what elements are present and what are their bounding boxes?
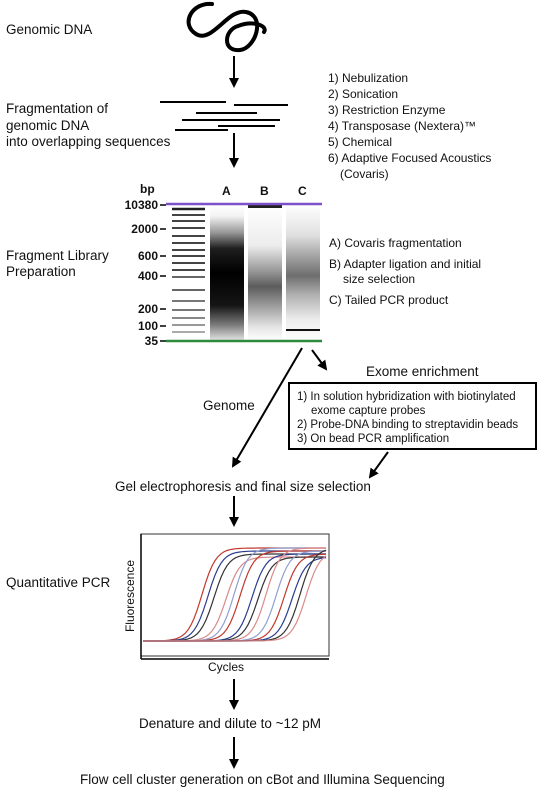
lane-descriptions: A) Covaris fragmentation B) Adapter liga… <box>329 236 481 308</box>
arrow-exome-to-gel <box>368 451 389 479</box>
fragmentation-label-line-2: genomic DNA <box>6 118 90 133</box>
lane-description-a: A) Covaris fragmentation <box>329 236 462 250</box>
library-prep-label-line-1: Fragment Library <box>6 248 109 263</box>
library-prep-label-line-2: Preparation <box>6 264 76 279</box>
ladder-tick-marks <box>160 204 166 342</box>
fragmentation-label-line-3: into overlapping sequences <box>6 134 171 149</box>
genomic-dna-label: Genomic DNA <box>6 22 93 37</box>
ladder-tick-label: 100 <box>137 319 158 333</box>
qpcr-plot <box>140 533 330 660</box>
gel-image <box>160 201 322 343</box>
gel-lane-b-top-band <box>248 203 282 208</box>
method-item: (Covaris) <box>340 167 389 181</box>
dna-strand-icon <box>186 1 267 53</box>
ladder-tick-label: 35 <box>144 334 158 348</box>
lane-description-c: C) Tailed PCR product <box>329 293 449 307</box>
exome-enrichment-label: Exome enrichment <box>366 364 479 379</box>
qpcr-step-label: Quantitative PCR <box>6 575 111 590</box>
gel-lane-label-b: B <box>260 184 269 198</box>
method-item: 5) Chemical <box>328 135 393 149</box>
gel-lane-label-a: A <box>222 184 231 198</box>
exome-steps-box: 1) In solution hybridization with biotin… <box>288 382 537 450</box>
lane-description-b-cont: size selection <box>343 272 416 286</box>
overlapping-fragments <box>160 101 288 131</box>
method-item: 6) Adaptive Focused Acoustics <box>328 151 492 165</box>
lane-description-b: B) Adapter ligation and initial <box>329 257 482 271</box>
exome-step: 3) On bead PCR amplification <box>297 433 450 445</box>
genome-label: Genome <box>203 398 255 413</box>
ladder-tick-label: 400 <box>137 269 158 283</box>
method-item: 2) Sonication <box>328 87 399 101</box>
exome-step: exome capture probes <box>311 405 426 417</box>
arrow-exome-branch <box>311 349 328 371</box>
method-item: 3) Restriction Enzyme <box>328 103 446 117</box>
qpcr-x-axis-label: Cycles <box>208 660 245 674</box>
ladder-tick-label: 2000 <box>131 222 158 236</box>
ladder-tick-label: 600 <box>137 249 158 263</box>
gel-lane-b <box>248 205 282 341</box>
gel-lane-c <box>286 205 320 341</box>
sequencing-step-label: Flow cell cluster generation on cBot and… <box>80 772 445 787</box>
gel-unit-label: bp <box>140 182 155 196</box>
fragmentation-label-line-1: Fragmentation of <box>6 101 109 116</box>
amplification-curve <box>143 555 327 642</box>
gel-lane-label-c: C <box>298 184 307 198</box>
ladder-tick-label: 200 <box>137 302 158 316</box>
method-item: 4) Transposase (Nextera)™ <box>328 119 477 133</box>
ladder-tick-label: 10380 <box>124 198 158 212</box>
exome-step: 2) Probe-DNA binding to streptavidin bea… <box>297 419 519 431</box>
gel-step-label: Gel electrophoresis and final size selec… <box>115 479 371 494</box>
arrow-genome-branch <box>231 347 303 468</box>
method-item: 1) Nebulization <box>328 71 409 85</box>
exome-step: 1) In solution hybridization with biotin… <box>297 391 516 403</box>
denature-step-label: Denature and dilute to ~12 pM <box>139 716 321 731</box>
ladder-lane <box>172 207 205 333</box>
fragmentation-methods-list: 1) Nebulization 2) Sonication 3) Restric… <box>328 70 491 182</box>
qpcr-y-axis-label: Fluorescence <box>123 559 137 633</box>
qpcr-amplification-curves <box>143 547 327 642</box>
gel-lane-a <box>210 205 244 341</box>
